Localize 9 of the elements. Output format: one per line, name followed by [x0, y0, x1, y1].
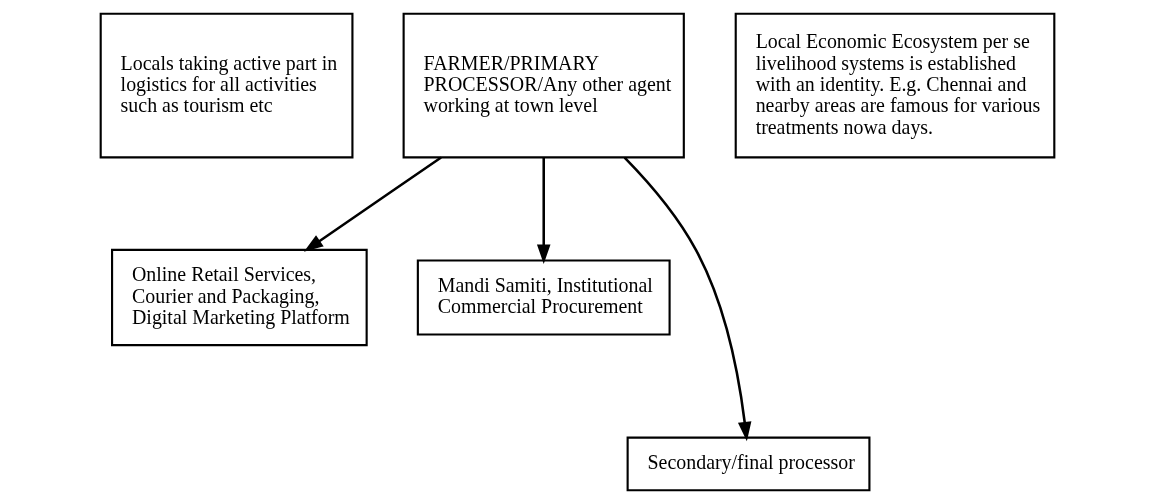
node-box: Locals taking active part in logistics for all activities such as tourism etc — [99, 12, 353, 159]
node-box: Mandi Samiti, Institutional Commercial Procurement — [416, 259, 671, 336]
arrow — [623, 156, 751, 442]
arrow — [536, 157, 550, 264]
node-box: FARMER/PRIMARY PROCESSOR/Any other agent working at town level — [402, 12, 685, 159]
node-box: Local Economic Ecosystem per se livelihood systems is established with an identity. E.g. Chennai and nearby areas are famous for various treatments nowa days. — [734, 12, 1055, 159]
node-box: Secondary/final processor — [626, 436, 870, 492]
arrow — [303, 156, 442, 252]
node-box: Online Retail Services, Courier and Packaging, Digital Marketing Platform — [110, 248, 368, 347]
